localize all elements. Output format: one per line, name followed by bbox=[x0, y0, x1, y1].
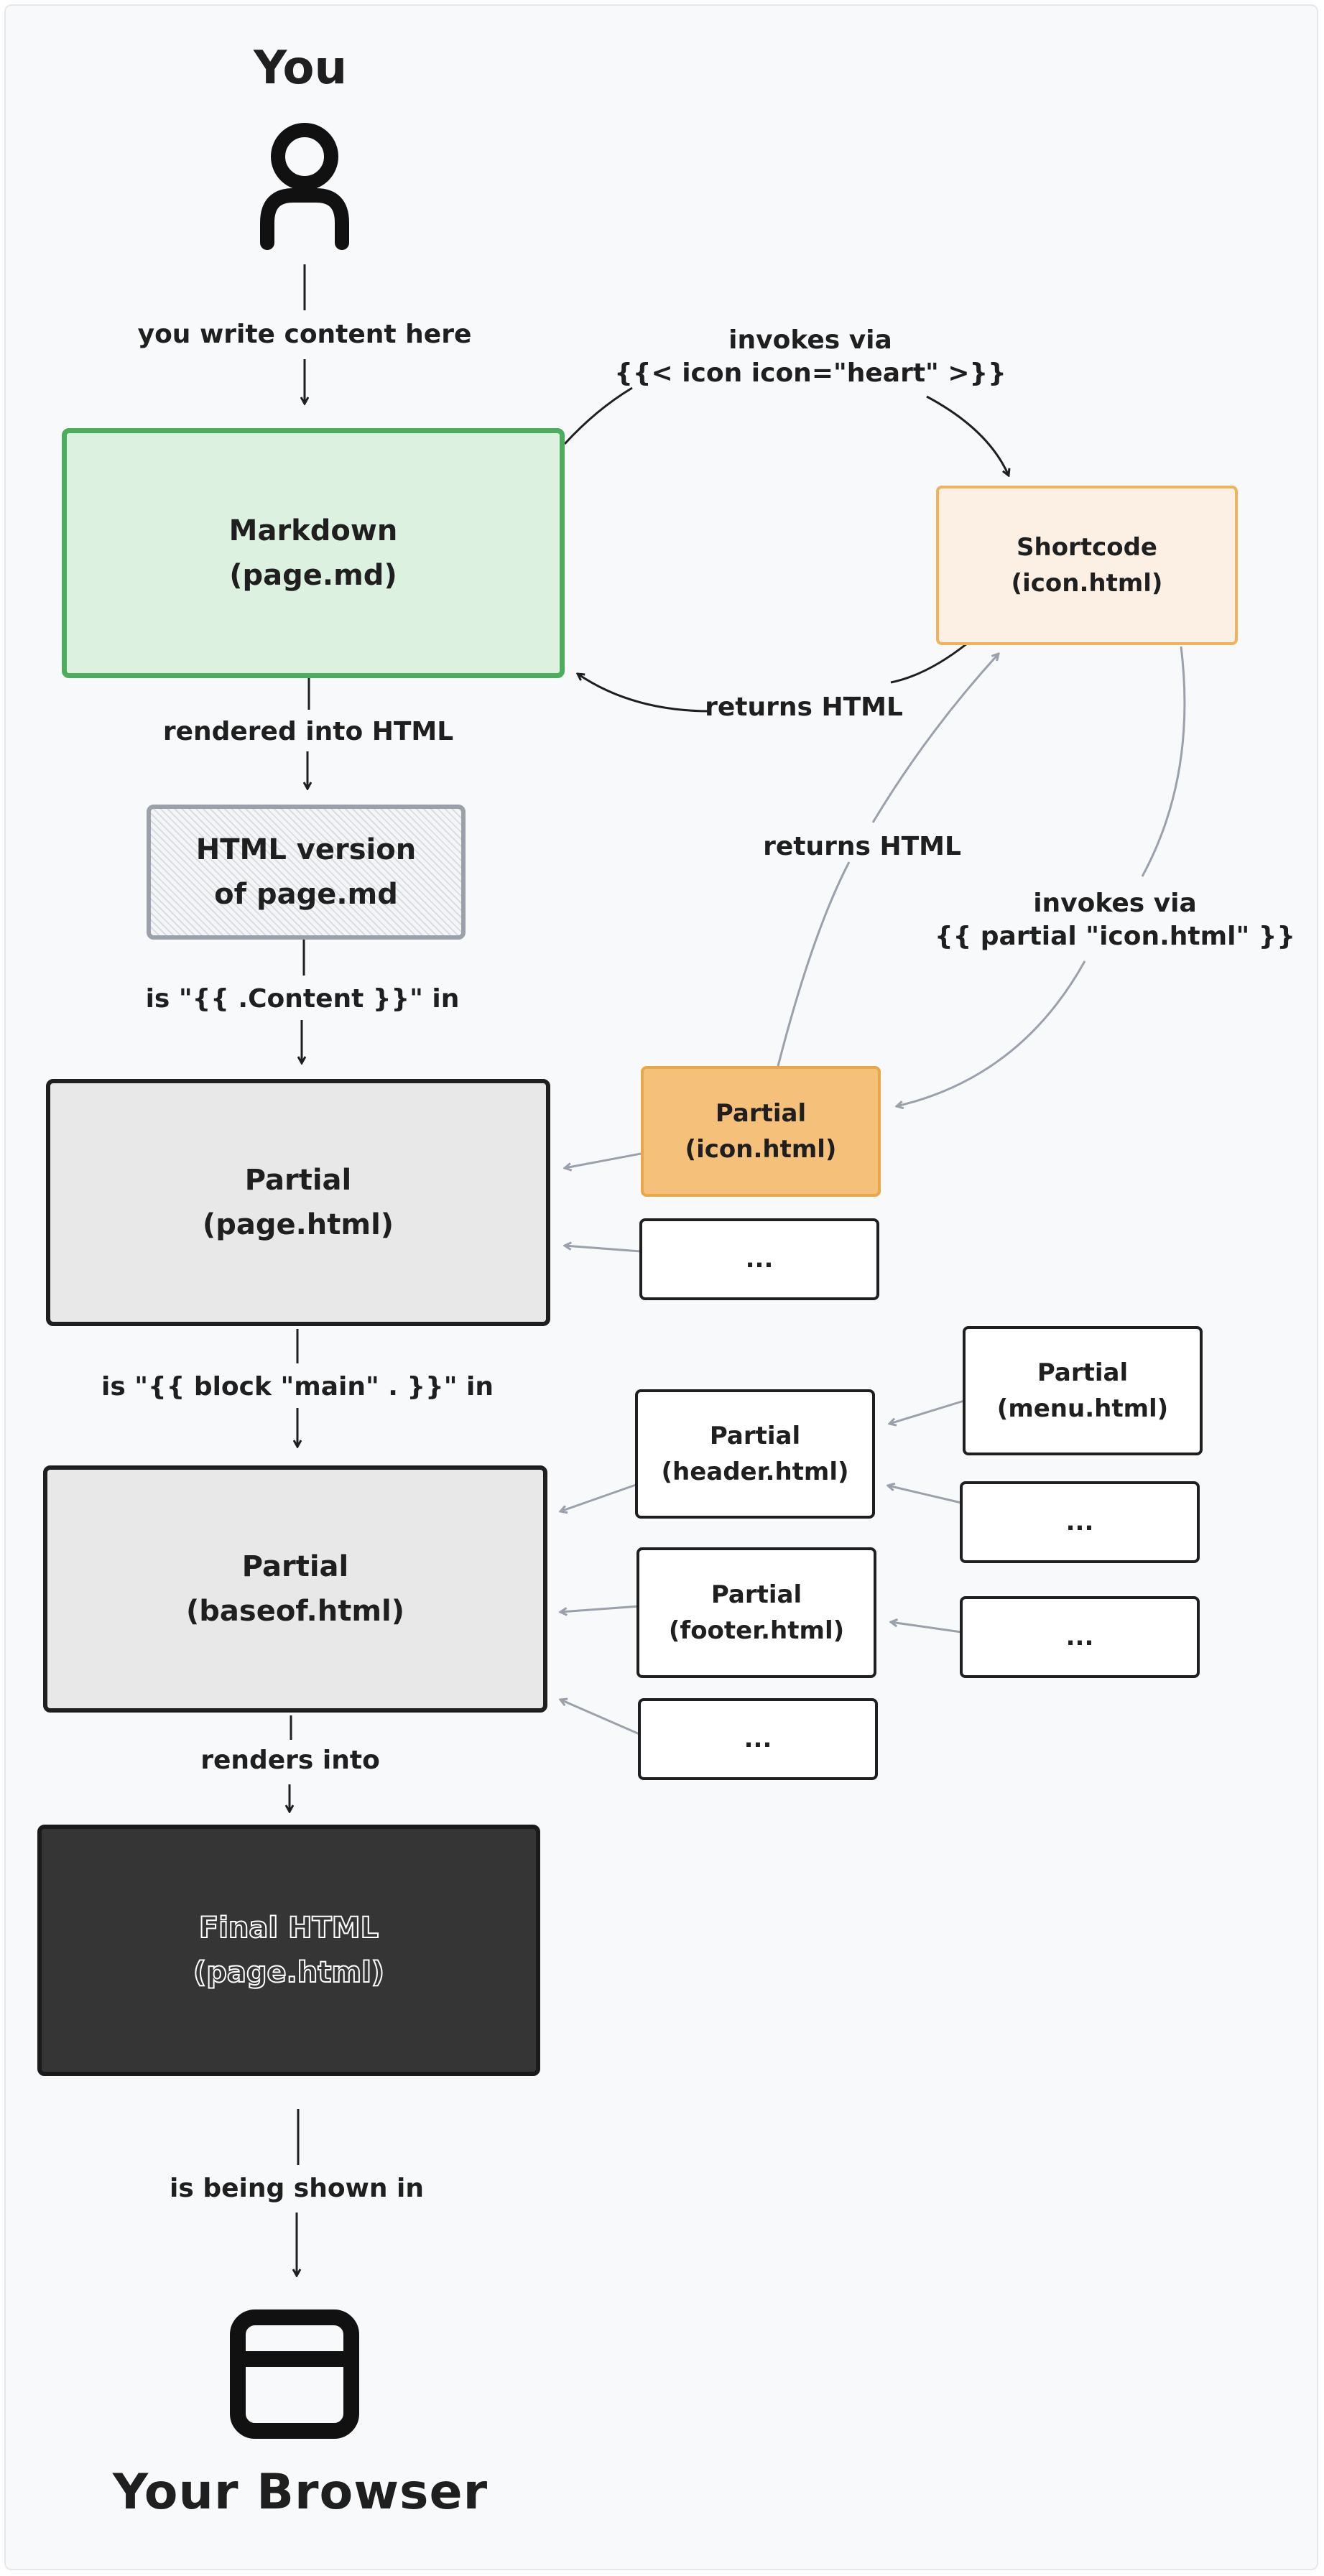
arrow-markdown-to-html-version bbox=[307, 678, 309, 789]
arrow-shortcode-to-markdown bbox=[578, 642, 968, 713]
node-ellipsis-c[interactable]: ... bbox=[960, 1596, 1200, 1678]
arrow-baseof-to-final bbox=[290, 1715, 291, 1812]
label-text: returns HTML bbox=[705, 692, 903, 722]
node-html-version[interactable]: HTML version of page.md bbox=[147, 805, 466, 940]
node-shortcode-line1: Shortcode bbox=[1017, 533, 1157, 562]
label-content-in: is "{{ .Content }}" in bbox=[146, 983, 460, 1016]
arrow-partial-icon-to-shortcode bbox=[776, 654, 999, 1070]
label-text: is "{{ .Content }}" in bbox=[145, 984, 460, 1014]
node-partial-header-line2: (header.html) bbox=[661, 1458, 849, 1486]
arrow-html-version-to-partial-page bbox=[302, 939, 304, 1063]
label-shown-in: is being shown in bbox=[170, 2172, 424, 2205]
label-rendered-into-html: rendered into HTML bbox=[163, 715, 453, 749]
arrow-ellipsis-c-to-footer bbox=[891, 1622, 962, 1634]
label-block-main-in: is "{{ block "main" . }}" in bbox=[101, 1371, 494, 1404]
arrow-menu-to-header bbox=[889, 1399, 965, 1424]
node-partial-baseof-line1: Partial bbox=[241, 1550, 349, 1583]
node-final-html[interactable]: Final HTML (page.html) bbox=[37, 1825, 540, 2076]
node-partial-menu-line1: Partial bbox=[1037, 1358, 1129, 1387]
label-text: rendered into HTML bbox=[162, 717, 454, 746]
node-ellipsis-a-text: ... bbox=[745, 1245, 774, 1274]
label-returns-html-1: returns HTML bbox=[705, 691, 903, 724]
node-partial-menu[interactable]: Partial (menu.html) bbox=[963, 1326, 1203, 1455]
label-text: is being shown in bbox=[170, 2174, 424, 2203]
label-line-2: {{ partial "icon.html" }} bbox=[934, 922, 1296, 951]
node-partial-menu-line2: (menu.html) bbox=[996, 1394, 1169, 1423]
node-partial-baseof[interactable]: Partial (baseof.html) bbox=[43, 1465, 547, 1713]
node-markdown-line2: (page.md) bbox=[229, 559, 397, 592]
node-ellipsis-a[interactable]: ... bbox=[639, 1218, 879, 1300]
node-partial-baseof-line2: (baseof.html) bbox=[185, 1595, 404, 1628]
label-invokes-partial: invokes via {{ partial "icon.html" }} bbox=[935, 887, 1295, 953]
node-final-html-line2: (page.html) bbox=[193, 1955, 385, 1990]
node-shortcode-line2: (icon.html) bbox=[1011, 569, 1163, 598]
node-partial-header[interactable]: Partial (header.html) bbox=[635, 1389, 875, 1519]
label-text: is "{{ block "main" . }}" in bbox=[101, 1372, 494, 1401]
node-partial-icon[interactable]: Partial (icon.html) bbox=[641, 1066, 881, 1197]
arrow-partial-icon-to-page bbox=[565, 1152, 642, 1168]
node-partial-footer-line2: (footer.html) bbox=[668, 1616, 845, 1645]
user-icon bbox=[260, 123, 349, 250]
label-returns-html-2: returns HTML bbox=[763, 830, 961, 863]
node-ellipsis-b[interactable]: ... bbox=[960, 1481, 1200, 1563]
label-text: renders into bbox=[200, 1746, 380, 1775]
arrow-ellipsis-a-to-page bbox=[565, 1246, 642, 1253]
node-ellipsis-b-text: ... bbox=[1065, 1508, 1094, 1537]
label-line-2: {{< icon icon="heart" >}} bbox=[614, 358, 1006, 388]
title-your-browser: Your Browser bbox=[112, 2464, 489, 2521]
node-ellipsis-c-text: ... bbox=[1065, 1623, 1094, 1651]
arrow-final-to-browser bbox=[297, 2109, 298, 2276]
label-line-1: invokes via bbox=[1033, 889, 1197, 918]
node-markdown[interactable]: Markdown (page.md) bbox=[62, 428, 565, 678]
node-partial-icon-line2: (icon.html) bbox=[685, 1135, 837, 1164]
label-renders-into: renders into bbox=[200, 1744, 380, 1777]
arrow-ellipsis-d-to-baseof bbox=[560, 1700, 640, 1736]
node-partial-page-line1: Partial bbox=[244, 1164, 352, 1197]
node-html-version-line2: of page.md bbox=[214, 878, 398, 911]
node-ellipsis-d[interactable]: ... bbox=[638, 1698, 878, 1780]
node-markdown-line1: Markdown bbox=[228, 514, 398, 547]
node-partial-header-line1: Partial bbox=[709, 1422, 801, 1450]
node-final-html-line1: Final HTML bbox=[198, 1911, 379, 1945]
label-text: you write content here bbox=[137, 320, 472, 349]
title-you: You bbox=[254, 42, 347, 95]
node-partial-page[interactable]: Partial (page.html) bbox=[46, 1079, 550, 1326]
arrow-markdown-to-shortcode bbox=[563, 386, 1009, 476]
node-partial-footer-line1: Partial bbox=[710, 1580, 802, 1609]
node-partial-footer[interactable]: Partial (footer.html) bbox=[636, 1547, 876, 1678]
browser-window-icon bbox=[230, 2309, 359, 2439]
label-text: returns HTML bbox=[763, 832, 961, 861]
arrow-ellipsis-b-to-header bbox=[888, 1486, 962, 1504]
node-partial-icon-line1: Partial bbox=[715, 1099, 807, 1128]
label-invokes-shortcode: invokes via {{< icon icon="heart" >}} bbox=[614, 324, 1006, 390]
node-partial-page-line2: (page.html) bbox=[202, 1208, 394, 1241]
arrow-shortcode-to-partial-icon bbox=[897, 646, 1186, 1106]
arrow-header-to-baseof bbox=[560, 1483, 639, 1511]
node-html-version-line1: HTML version bbox=[195, 833, 417, 866]
label-line-1: invokes via bbox=[728, 325, 892, 355]
label-you-write-content: you write content here bbox=[138, 318, 472, 351]
node-shortcode[interactable]: Shortcode (icon.html) bbox=[936, 486, 1238, 645]
node-ellipsis-d-text: ... bbox=[744, 1725, 772, 1753]
arrow-footer-to-baseof bbox=[560, 1605, 640, 1612]
